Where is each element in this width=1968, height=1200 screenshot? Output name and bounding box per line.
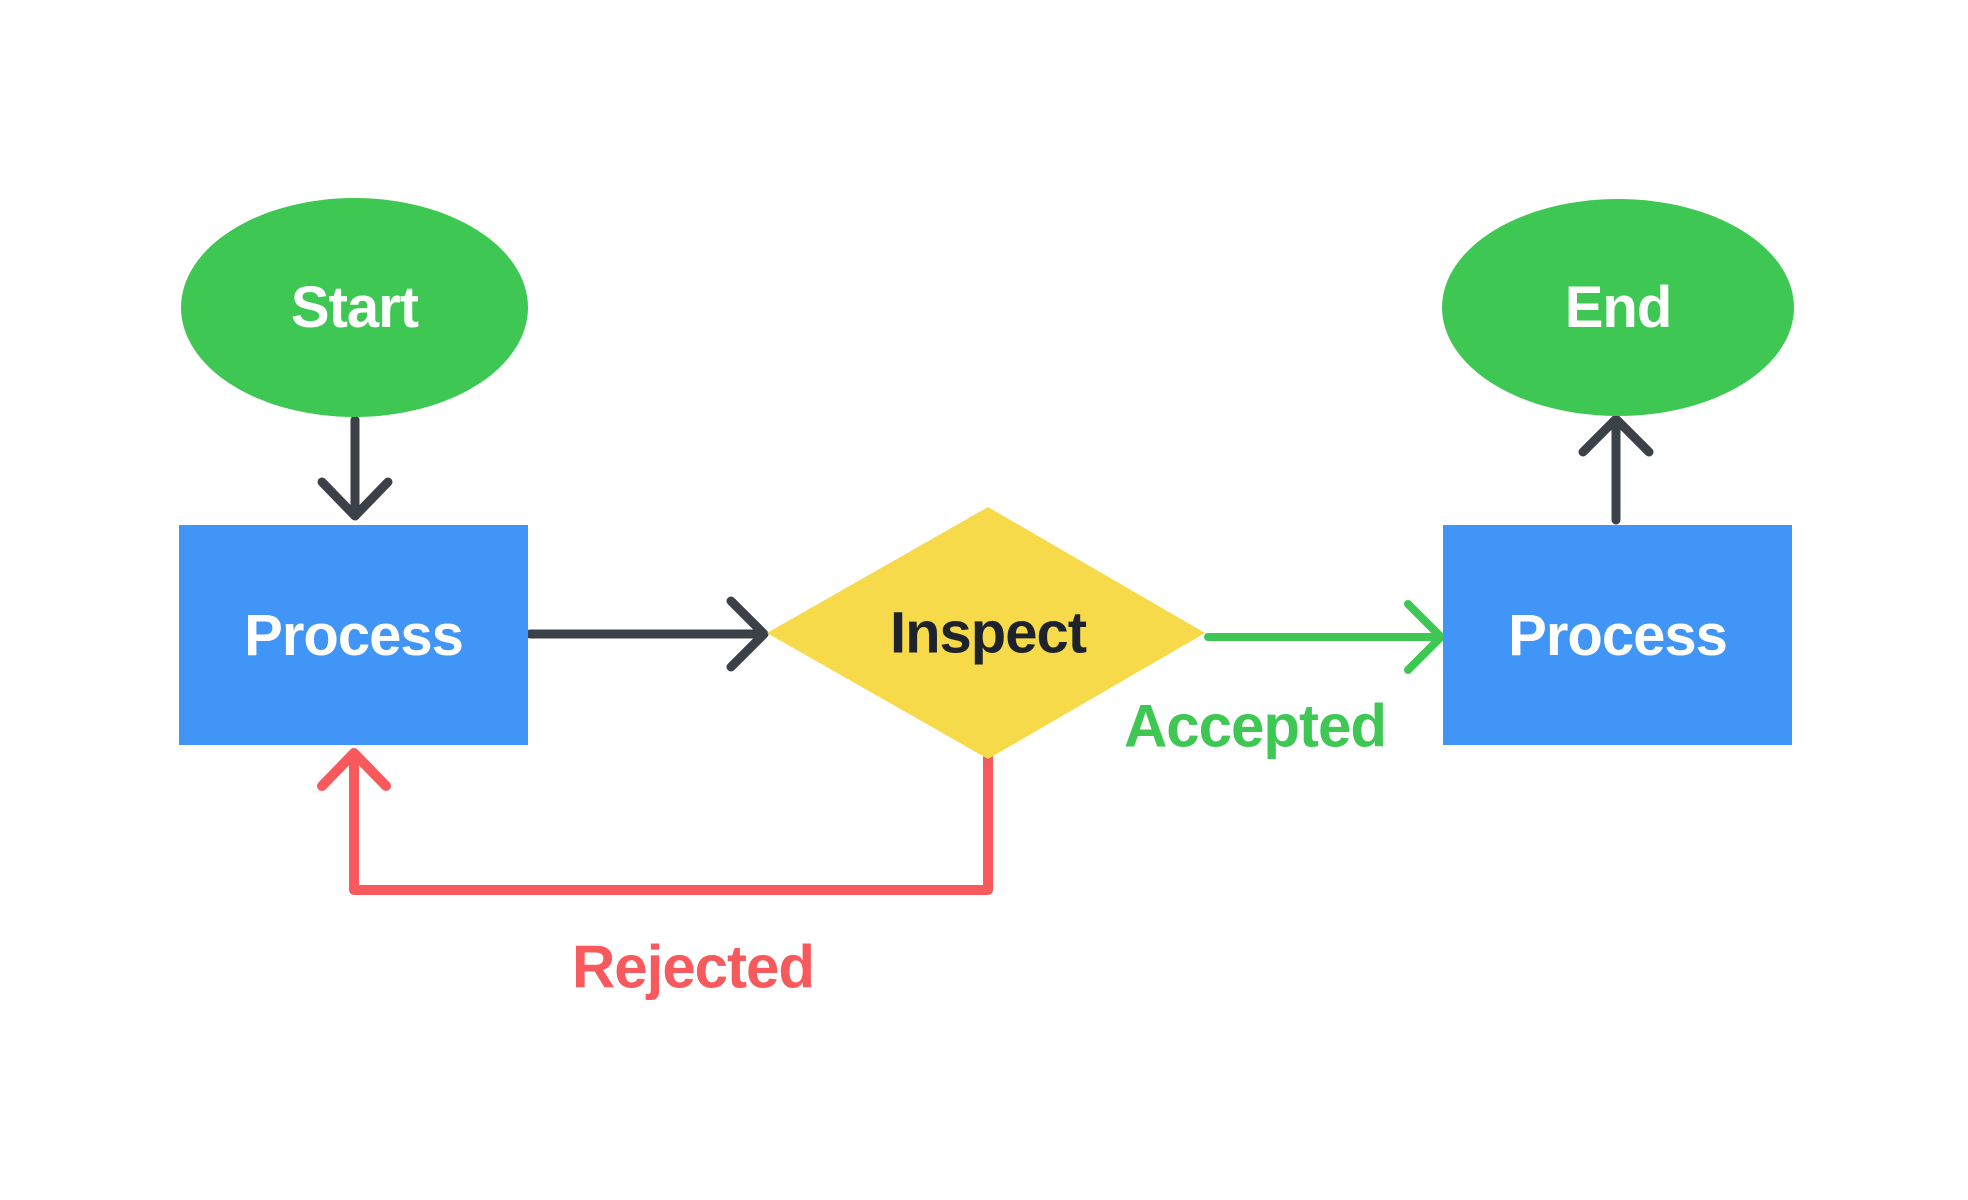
arrow-accepted-head-icon — [1404, 600, 1445, 674]
rejected-edge-label: Rejected — [571, 933, 815, 1001]
accepted-edge-label: Accepted — [1123, 692, 1387, 760]
decision-node-shape — [767, 507, 1205, 759]
arrow-process-to-end-head-icon — [1578, 414, 1654, 457]
arrow-start-to-process-head-icon — [317, 477, 393, 521]
process-left-node: Process — [179, 525, 528, 745]
process-right-node: Process — [1443, 525, 1792, 745]
end-node: End — [1442, 199, 1794, 416]
arrow-rejected-path — [349, 752, 993, 895]
arrow-rejected-head-icon — [317, 748, 391, 791]
end-node-label: End — [1564, 275, 1673, 340]
start-node: Start — [181, 198, 528, 417]
process-left-node-label: Process — [244, 602, 464, 668]
start-node-label: Start — [290, 275, 419, 340]
decision-node-label: Inspect — [889, 600, 1087, 666]
arrow-process-to-inspect-head-icon — [726, 596, 769, 672]
process-right-node-label: Process — [1508, 602, 1728, 668]
